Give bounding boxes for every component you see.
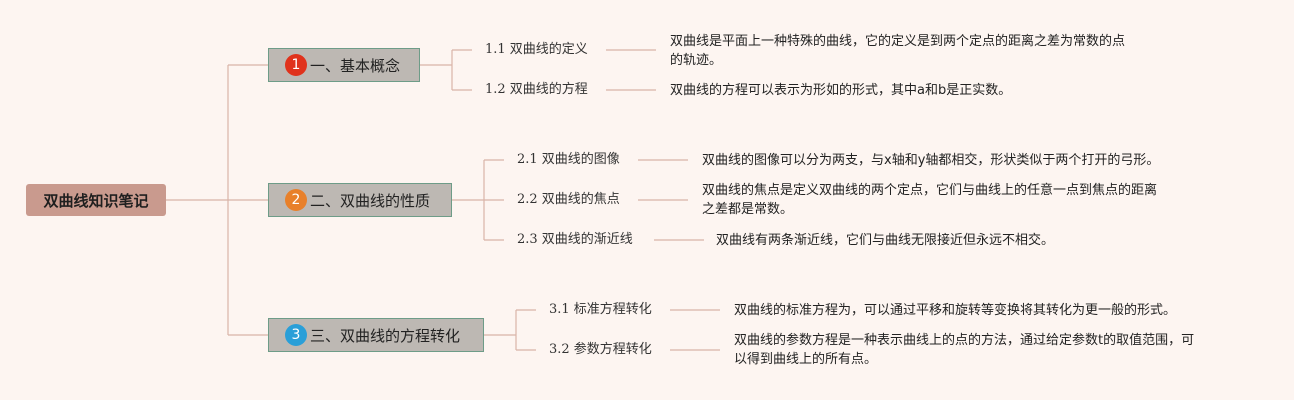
desc-line: 双曲线有两条渐近线，它们与曲线无限接近但永远不相交。 [716, 233, 1055, 248]
topic-foci[interactable]: 2.2 双曲线的焦点 [517, 192, 620, 207]
branch-label: 三、双曲线的方程转化 [310, 326, 461, 345]
desc-foci: 双曲线的焦点是定义双曲线的两个定点，它们与曲线上的任意一点到焦点的距离 之差都是… [702, 181, 1157, 219]
root-title: 双曲线知识笔记 [43, 191, 149, 210]
desc-asymptotes: 双曲线有两条渐近线，它们与曲线无限接近但永远不相交。 [716, 231, 1054, 250]
desc-line: 双曲线的标准方程为，可以通过平移和旋转等变换将其转化为更一般的形式。 [734, 303, 1177, 318]
number-badge-2: 2 [285, 189, 307, 211]
desc-equation: 双曲线的方程可以表示为形如的形式，其中a和b是正实数。 [670, 81, 1011, 100]
desc-standard-transform: 双曲线的标准方程为，可以通过平移和旋转等变换将其转化为更一般的形式。 [734, 301, 1176, 320]
branch-3-connector [484, 309, 720, 351]
branch-basic-concepts[interactable]: 1 一、基本概念 [268, 48, 420, 82]
number-badge-1: 1 [285, 54, 307, 76]
desc-line: 双曲线的参数方程是一种表示曲线上的点的方法，通过给定参数t的取值范围，可 [734, 333, 1195, 348]
desc-line: 以得到曲线上的所有点。 [734, 352, 878, 367]
topic-equation[interactable]: 1.2 双曲线的方程 [485, 82, 588, 97]
topic-standard-transform[interactable]: 3.1 标准方程转化 [549, 302, 652, 317]
topic-graph[interactable]: 2.1 双曲线的图像 [517, 152, 620, 167]
desc-line: 双曲线的方程可以表示为形如的形式，其中a和b是正实数。 [670, 83, 1012, 98]
desc-parametric-transform: 双曲线的参数方程是一种表示曲线上的点的方法，通过给定参数t的取值范围，可 以得到… [734, 331, 1194, 369]
desc-line: 的轨迹。 [670, 53, 723, 68]
branch-properties[interactable]: 2 二、双曲线的性质 [268, 183, 452, 217]
topic-definition[interactable]: 1.1 双曲线的定义 [485, 42, 588, 57]
branch-1-connector [420, 49, 656, 91]
topic-parametric-transform[interactable]: 3.2 参数方程转化 [549, 342, 652, 357]
root-connector [166, 64, 268, 336]
branch-label: 一、基本概念 [310, 56, 401, 75]
desc-definition: 双曲线是平面上一种特殊的曲线，它的定义是到两个定点的距离之差为常数的点 的轨迹。 [670, 32, 1125, 70]
desc-graph: 双曲线的图像可以分为两支，与x轴和y轴都相交，形状类似于两个打开的弓形。 [702, 151, 1159, 170]
branch-equation-transform[interactable]: 3 三、双曲线的方程转化 [268, 318, 484, 352]
desc-line: 之差都是常数。 [702, 202, 794, 217]
number-badge-3: 3 [285, 324, 307, 346]
root-topic[interactable]: 双曲线知识笔记 [26, 184, 166, 216]
desc-line: 双曲线是平面上一种特殊的曲线，它的定义是到两个定点的距离之差为常数的点 [670, 34, 1126, 49]
desc-line: 双曲线的图像可以分为两支，与x轴和y轴都相交，形状类似于两个打开的弓形。 [702, 153, 1160, 168]
desc-line: 双曲线的焦点是定义双曲线的两个定点，它们与曲线上的任意一点到焦点的距离 [702, 183, 1158, 198]
topic-asymptotes[interactable]: 2.3 双曲线的渐近线 [517, 232, 633, 247]
branch-2-connector [452, 159, 704, 241]
branch-label: 二、双曲线的性质 [310, 191, 431, 210]
